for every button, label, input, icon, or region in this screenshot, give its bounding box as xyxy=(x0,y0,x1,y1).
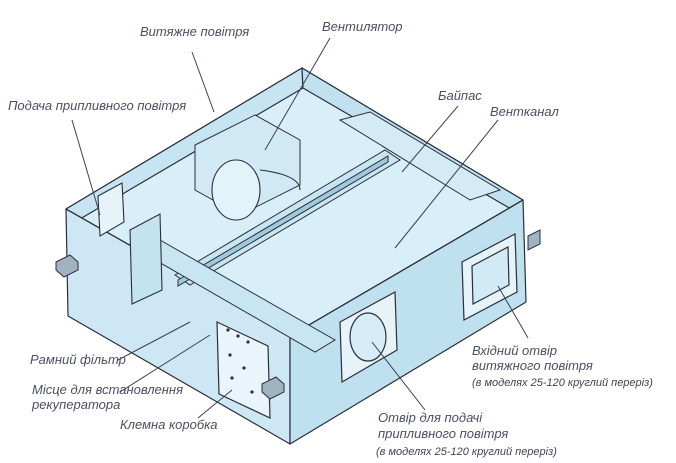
label-exhaust-inlet-line2: витяжного повітря xyxy=(472,358,593,373)
leader-recuperator xyxy=(119,334,211,393)
label-vent-duct: Вентканал xyxy=(490,104,559,119)
label-supply-outlet-line1: Отвір для подачі xyxy=(378,410,483,425)
label-supply-outlet-note: (в моделях 25-120 круглий переріз) xyxy=(376,446,557,458)
label-supply-air-feed: Подача припливного повітря xyxy=(8,98,187,113)
mount-bracket-right xyxy=(527,229,541,251)
leader-fan xyxy=(264,37,331,151)
center-rail xyxy=(177,155,389,287)
label-exhaust-inlet-note: (в моделях 25-120 круглий переріз) xyxy=(472,377,653,389)
label-recuperator-place-line2: рекуператора xyxy=(32,397,121,412)
leader-supply-outlet xyxy=(371,341,426,411)
bypass-panel xyxy=(338,111,502,201)
leader-vent-duct xyxy=(394,119,499,249)
leader-terminal-box xyxy=(197,389,233,419)
terminal-box xyxy=(216,321,271,419)
label-bypass: Байпас xyxy=(438,88,482,103)
supply-feed-opening xyxy=(97,182,125,237)
label-terminal-box: Клемна коробка xyxy=(120,417,218,432)
label-recuperator-place-line1: Місце для встановлення xyxy=(32,382,184,397)
leader-frame-filter xyxy=(117,321,191,361)
mount-bracket-left xyxy=(55,254,79,278)
label-frame-filter: Рамний фільтр xyxy=(30,352,126,367)
label-exhaust-inlet-line1: Вхідний отвір xyxy=(472,343,558,358)
leader-exhaust-air xyxy=(191,51,215,113)
label-supply-outlet-line2: припливного повітря xyxy=(378,426,509,441)
leader-bypass xyxy=(401,105,459,173)
label-fan: Вентилятор xyxy=(322,19,403,34)
leader-exhaust-inlet xyxy=(497,285,529,339)
mount-bracket-front xyxy=(261,376,285,400)
leader-supply-feed xyxy=(71,119,101,216)
fan-outlet-circle xyxy=(211,159,261,221)
label-exhaust-air: Витяжне повітря xyxy=(140,24,250,39)
